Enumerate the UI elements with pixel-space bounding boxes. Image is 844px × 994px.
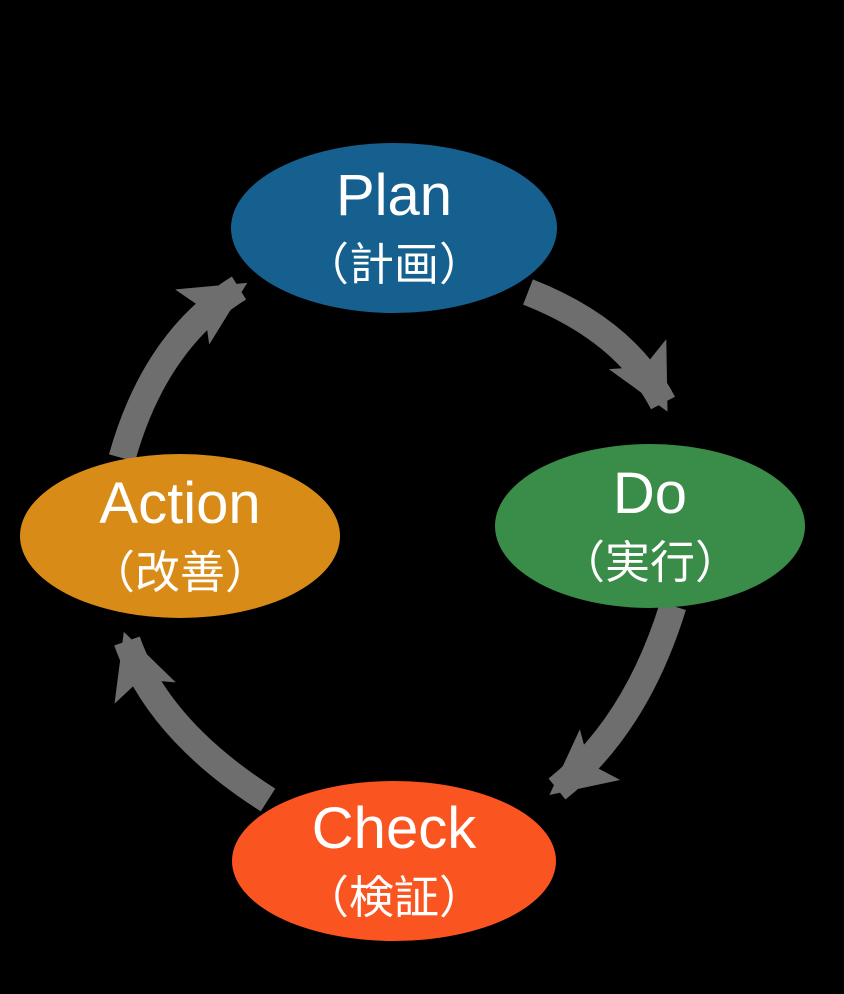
- node-do-sublabel: （実行）: [560, 537, 740, 588]
- node-plan-ellipse: [231, 143, 557, 313]
- node-check-sublabel: （検証）: [304, 872, 484, 923]
- node-do-ellipse: [495, 444, 805, 608]
- arrow-action-to-plan: [108, 276, 248, 462]
- arrow-check-to-action: [114, 631, 276, 812]
- node-plan: Plan （計画）: [231, 143, 557, 313]
- node-check-label: Check: [312, 796, 477, 861]
- node-plan-sublabel: （計画）: [304, 239, 484, 290]
- node-action-ellipse: [20, 454, 340, 618]
- arrow-do-to-check: [548, 602, 686, 800]
- node-action-label: Action: [99, 471, 260, 536]
- node-check-ellipse: [232, 781, 556, 941]
- node-do: Do （実行）: [495, 444, 805, 608]
- arrow-plan-to-do: [523, 279, 675, 412]
- node-action: Action （改善）: [20, 454, 340, 618]
- node-plan-label: Plan: [336, 163, 452, 228]
- node-action-sublabel: （改善）: [90, 547, 270, 598]
- node-do-label: Do: [613, 461, 687, 526]
- node-check: Check （検証）: [232, 781, 556, 941]
